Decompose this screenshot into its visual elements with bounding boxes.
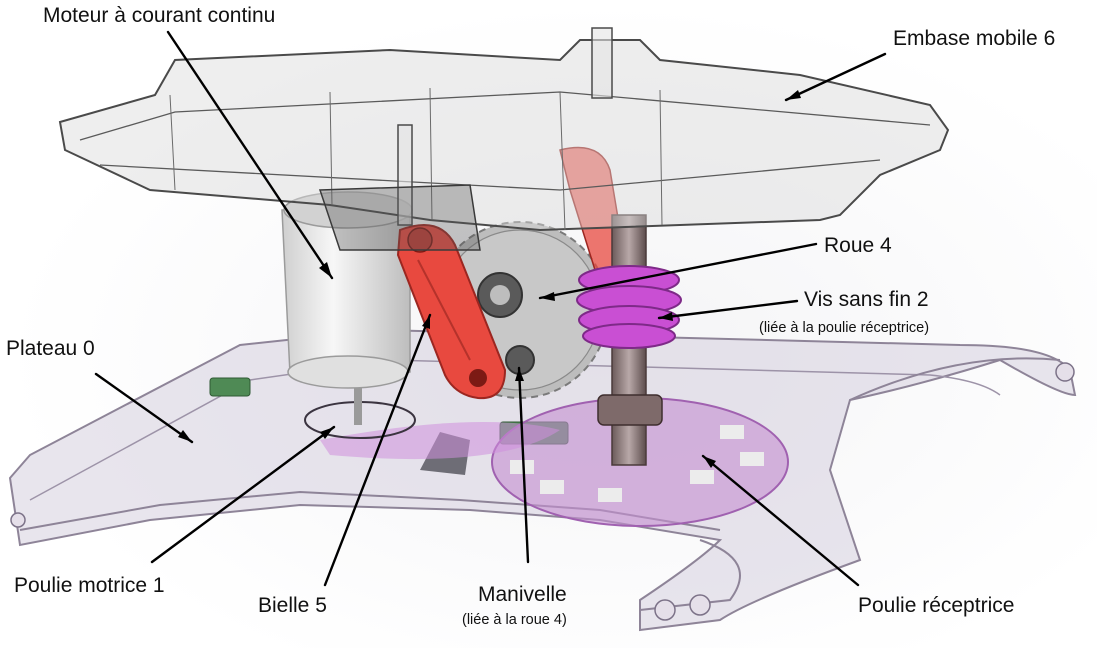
leader-moteur-arrow — [319, 262, 332, 278]
label-manivelle: Manivelle — [478, 583, 567, 606]
leader-vis — [657, 299, 799, 320]
leader-embase — [784, 52, 887, 102]
leader-poulie-motrice-arrow — [320, 427, 334, 439]
leader-bielle — [323, 313, 432, 587]
label-vis-note: (liée à la poulie réceptrice) — [759, 320, 930, 336]
leader-plateau — [94, 372, 194, 444]
embase-mobile-6 — [58, 27, 950, 251]
label-moteur: Moteur à courant continu — [43, 4, 276, 27]
leader-embase-arrow — [786, 90, 801, 100]
leader-roue-arrow — [540, 292, 555, 301]
bielle-5 — [396, 146, 626, 400]
leader-poulie-receptrice — [701, 454, 860, 587]
poulie-receptrice — [320, 397, 789, 527]
leader-lines — [94, 30, 887, 587]
vis-sans-fin-2 — [576, 214, 682, 466]
leader-manivelle — [517, 366, 530, 564]
leader-plateau-arrow — [178, 430, 192, 442]
leader-vis-arrow — [659, 312, 673, 321]
leader-bielle-arrow — [422, 315, 430, 329]
leader-poulie-motrice — [150, 425, 336, 564]
poulie-motrice-1 — [304, 385, 416, 439]
label-manivelle-note: (liée à la roue 4) — [462, 612, 567, 628]
label-roue: Roue 4 — [824, 234, 892, 257]
leader-roue — [538, 242, 818, 300]
label-plateau: Plateau 0 — [6, 337, 95, 360]
label-poulie-motrice: Poulie motrice 1 — [14, 574, 165, 597]
label-embase-mobile: Embase mobile 6 — [893, 27, 1056, 50]
leader-moteur — [166, 30, 334, 280]
plateau-right-arm — [639, 357, 1061, 611]
label-vis-sans-fin: Vis sans fin 2 — [804, 288, 929, 311]
leader-poulie-receptrice-arrow — [703, 456, 716, 468]
label-poulie-receptrice: Poulie réceptrice — [858, 594, 1015, 617]
leader-manivelle-arrow — [515, 368, 524, 381]
label-bielle: Bielle 5 — [258, 594, 327, 617]
